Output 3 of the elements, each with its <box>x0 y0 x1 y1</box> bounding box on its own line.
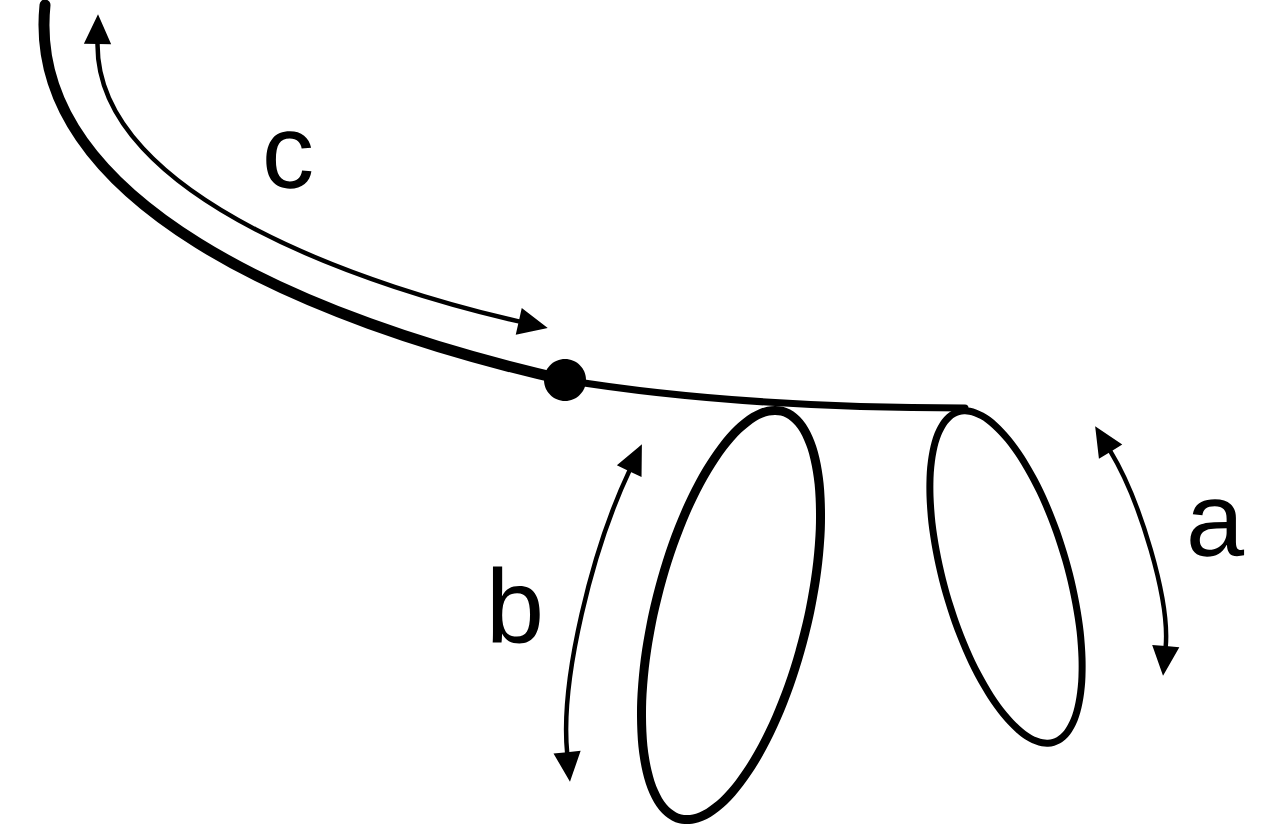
dimension-label: c <box>266 131 312 189</box>
dimension-label: a <box>1190 499 1245 557</box>
dimension-label: b <box>492 566 540 644</box>
